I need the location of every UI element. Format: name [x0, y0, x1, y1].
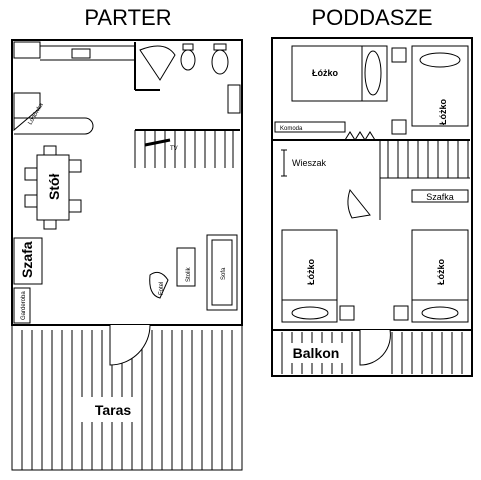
hanger: Wieszak: [281, 149, 327, 177]
dressing-room: Garderoba: [13, 287, 31, 324]
chair: [24, 194, 38, 208]
railing-zigzag: [344, 131, 376, 141]
toilet-2-tank: [213, 43, 227, 51]
nightstand: [391, 119, 407, 135]
attic-outer-wall: [271, 37, 473, 377]
toilet-2: [211, 49, 229, 75]
washbasin: [227, 84, 241, 114]
attic-floor-plan: Łóżko Łóżko Komoda: [271, 37, 473, 377]
title-ground-floor: PARTER: [84, 5, 171, 30]
dressing-label: Garderoba: [21, 291, 27, 320]
balcony: Balkon: [272, 329, 472, 374]
cabinet-label: Szafka: [426, 192, 454, 202]
title-attic: PODDASZE: [311, 5, 432, 30]
tv-unit: [144, 138, 171, 147]
chair: [68, 159, 82, 173]
hanger-label: Wieszak: [292, 158, 327, 168]
coffee-table: Stolik: [176, 247, 196, 287]
bed-bottom-right: Łóżko: [411, 229, 469, 323]
wardrobe: Szafa: [13, 237, 43, 285]
ground-floor-plan: TV Lodówka Stół Szafa Garderoba: [11, 39, 243, 471]
toilet-tank: [182, 43, 194, 51]
nightstand: [391, 47, 407, 63]
bed-top-left: Łóżko: [291, 45, 388, 102]
shower: [13, 41, 41, 59]
terrace: Taras: [11, 324, 243, 471]
attic-door-swing: [347, 188, 371, 219]
stairs: [144, 130, 234, 168]
dining-table: Stół: [24, 145, 82, 230]
coffee-table-label: Stolik: [186, 266, 192, 282]
fridge: Lodówka: [13, 92, 46, 132]
sofa: Sofa: [206, 234, 238, 311]
terrace-door-swing: [109, 324, 151, 366]
dresser-label: Komoda: [280, 126, 303, 132]
nightstand: [339, 305, 355, 321]
bed-label: Łóżko: [436, 258, 446, 285]
balcony-door-swing: [359, 329, 391, 366]
balcony-label: Balkon: [293, 345, 340, 361]
tv-label: TV: [170, 146, 178, 152]
bed-bottom-left: Łóżko: [281, 229, 338, 323]
chair: [43, 219, 57, 230]
bed-label: Łóżko: [306, 258, 316, 285]
wardrobe-label: Szafa: [19, 241, 35, 278]
armchair: Fotel: [149, 271, 169, 299]
sofa-label: Sofa: [221, 267, 227, 280]
chair: [68, 199, 82, 213]
table-label: Stół: [46, 173, 62, 200]
chair: [43, 145, 57, 156]
chair: [24, 167, 38, 181]
bed-top-right: Łóżko: [411, 45, 469, 127]
bar-counter: [14, 117, 94, 135]
attic-stairs: [379, 140, 470, 220]
bathroom-door-swing: [139, 45, 176, 81]
fridge-label: Lodówka: [28, 102, 46, 126]
nightstand: [393, 305, 409, 321]
armchair-label: Fotel: [159, 282, 165, 295]
dresser: Komoda: [274, 121, 346, 133]
toilet: [180, 49, 196, 71]
bed-label: Łóżko: [312, 68, 339, 78]
terrace-label: Taras: [95, 402, 132, 418]
cabinet: Szafka: [411, 189, 469, 203]
bed-label: Łóżko: [438, 98, 448, 125]
sink: [71, 48, 91, 59]
